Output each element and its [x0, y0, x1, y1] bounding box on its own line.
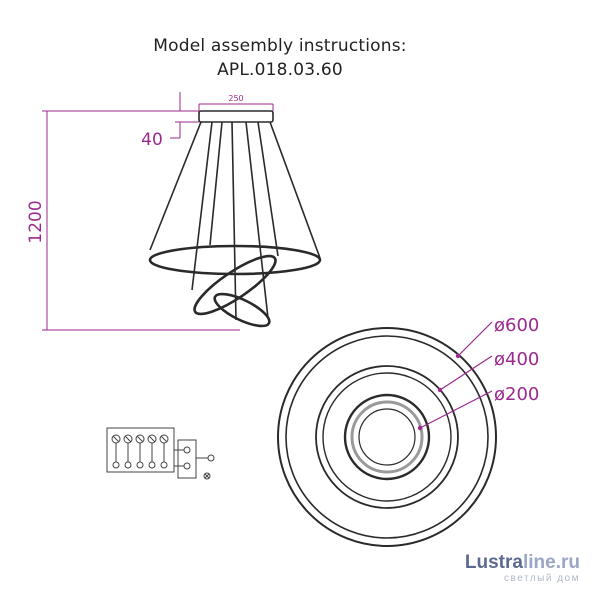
cable	[191, 121, 213, 291]
ring-small-inner	[350, 400, 424, 474]
top-view	[277, 327, 497, 547]
brand-logo: Lustraline.ru	[464, 552, 580, 573]
dim-diameter-large: ø600	[494, 315, 539, 336]
driver-box	[177, 439, 197, 479]
ring-medium-inner	[322, 372, 452, 502]
diameter-leaders	[417, 321, 493, 431]
canopy	[198, 110, 274, 123]
brand-watermark: Lustraline.ru светлый дом	[465, 553, 580, 585]
side-view	[148, 110, 322, 328]
ring-large-outer	[277, 327, 497, 547]
model-code: APL.018.03.60	[217, 60, 343, 80]
cable	[269, 121, 321, 259]
side-view-dimensions	[42, 92, 274, 331]
terminal-wires	[115, 443, 165, 462]
dim-top-width: 250	[228, 94, 243, 103]
ground-terminal	[203, 472, 211, 480]
ring-medium-outer	[315, 365, 459, 509]
ring-large-side	[148, 244, 322, 276]
ring-medium-side	[193, 254, 277, 316]
canopy-top	[358, 408, 416, 466]
terminal-top-row	[111, 434, 169, 444]
brand-tagline: светлый дом	[504, 573, 580, 584]
wiring-diagram	[106, 427, 215, 480]
cable	[245, 121, 269, 319]
dim-diameter-medium: ø400	[494, 349, 539, 370]
input-terminal	[207, 454, 215, 462]
ring-small-outer	[343, 393, 431, 481]
dim-canopy-gap: 40	[141, 130, 163, 150]
cable	[257, 121, 279, 257]
title-line-1: Model assembly instructions:	[153, 36, 407, 56]
ring-large-inner	[285, 335, 489, 539]
cable	[149, 121, 202, 251]
dim-total-height: 1200	[26, 200, 46, 243]
dim-diameter-small: ø200	[494, 384, 539, 405]
cable	[209, 121, 223, 246]
terminal-bottom-row	[112, 461, 168, 469]
ring-small-side	[213, 292, 271, 328]
cable	[231, 121, 237, 321]
